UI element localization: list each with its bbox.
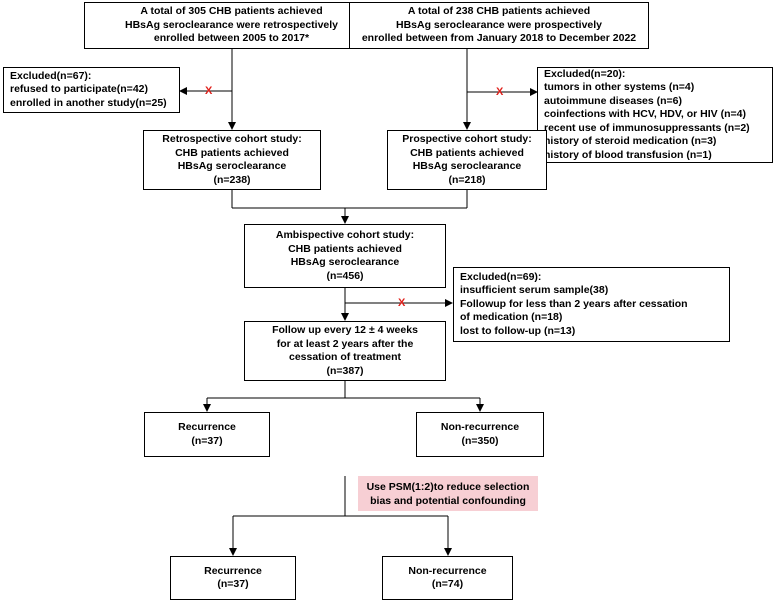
- retro-enroll-line-1: A total of 305 CHB patients achieved: [140, 5, 323, 18]
- prosp-cohort-line-3: HBsAg seroclearance: [412, 160, 522, 172]
- followup-line-3: cessation of treatment: [288, 351, 402, 363]
- recurrence-box-1: Recurrence (n=37): [144, 412, 270, 457]
- recurrence-2-label: Recurrence: [204, 564, 262, 577]
- nonrecurrence-2-count: (n=74): [431, 578, 464, 590]
- excluded-mid-item-2: Followup for less than 2 years after ces…: [460, 297, 688, 310]
- nonrecurrence-box-1: Non-recurrence (n=350): [416, 412, 544, 457]
- excluded-mid-item-3: of medication (n=18): [460, 311, 563, 324]
- followup-line-4: (n=387): [326, 364, 364, 377]
- exclusion-marker-left: X: [205, 85, 213, 97]
- retrospective-enrollment-box: A total of 305 CHB patients achieved HBs…: [84, 2, 379, 49]
- excluded-right-item-5: history of steroid medication (n=3): [544, 135, 717, 148]
- excluded-right-item-2: autoimmune diseases (n=6): [544, 94, 683, 107]
- ambi-cohort-line-3: HBsAg seroclearance: [290, 256, 400, 268]
- excluded-right-item-6: history of blood transfusion (n=1): [544, 148, 712, 161]
- excluded-mid-title: Excluded(n=69):: [460, 270, 542, 283]
- retrospective-cohort-box: Retrospective cohort study: CHB patients…: [143, 130, 321, 190]
- ambi-cohort-line-1: Ambispective cohort study:: [275, 229, 415, 241]
- prosp-cohort-line-1: Prospective cohort study:: [402, 133, 532, 145]
- excluded-mid-item-4: lost to follow-up (n=13): [460, 324, 576, 337]
- exclusion-marker-right: X: [496, 86, 504, 98]
- prosp-enroll-line-1: A total of 238 CHB patients achieved: [407, 5, 591, 18]
- retro-cohort-line-2: CHB patients achieved: [175, 146, 289, 159]
- excluded-left-title: Excluded(n=67):: [10, 69, 92, 82]
- excluded-left-item-1: refused to participate(n=42): [10, 83, 148, 96]
- prosp-cohort-line-4: (n=218): [448, 173, 486, 186]
- retro-cohort-line-3: HBsAg seroclearance: [177, 160, 287, 172]
- excluded-mid-box: Excluded(n=69): insufficient serum sampl…: [453, 267, 730, 342]
- exclusion-marker-mid: X: [398, 297, 406, 309]
- prospective-enrollment-box: A total of 238 CHB patients achieved HBs…: [349, 2, 649, 49]
- retro-cohort-line-1: Retrospective cohort study:: [162, 133, 302, 145]
- excluded-left-box: Excluded(n=67): refused to participate(n…: [3, 67, 180, 113]
- retro-enroll-line-3: enrolled between 2005 to 2017*: [153, 32, 310, 45]
- followup-box: Follow up every 12 ± 4 weeks for at leas…: [244, 321, 446, 381]
- excluded-left-item-2: enrolled in another study(n=25): [10, 96, 167, 109]
- ambi-cohort-line-4: (n=456): [326, 269, 364, 282]
- psm-note-line-2: bias and potential confounding: [370, 494, 526, 507]
- excluded-right-box: Excluded(n=20): tumors in other systems …: [537, 67, 773, 163]
- followup-line-1: Follow up every 12 ± 4 weeks: [272, 324, 418, 336]
- excluded-right-item-3: coinfections with HCV, HDV, or HIV (n=4): [544, 108, 746, 121]
- prosp-enroll-line-3: enrolled between from January 2018 to De…: [361, 32, 637, 45]
- ambi-cohort-line-2: CHB patients achieved: [288, 242, 402, 255]
- nonrecurrence-1-label: Non-recurrence: [440, 421, 520, 433]
- recurrence-2-count: (n=37): [217, 578, 249, 590]
- nonrecurrence-1-count: (n=350): [461, 434, 499, 447]
- nonrecurrence-2-label: Non-recurrence: [408, 564, 487, 577]
- prosp-enroll-line-2: HBsAg seroclearance were prospectively: [395, 18, 603, 31]
- recurrence-box-2: Recurrence (n=37): [170, 556, 296, 600]
- psm-note: Use PSM(1:2)to reduce selection bias and…: [358, 476, 538, 511]
- excluded-mid-item-1: insufficient serum sample(38): [460, 284, 609, 297]
- ambispective-cohort-box: Ambispective cohort study: CHB patients …: [244, 224, 446, 288]
- nonrecurrence-box-2: Non-recurrence (n=74): [382, 556, 513, 600]
- prospective-cohort-box: Prospective cohort study: CHB patients a…: [387, 130, 547, 190]
- recurrence-1-label: Recurrence: [178, 421, 236, 433]
- excluded-right-item-4: recent use of immunosuppressants (n=2): [544, 121, 750, 134]
- recurrence-1-count: (n=37): [191, 434, 223, 447]
- retro-cohort-line-4: (n=238): [213, 173, 251, 186]
- retro-enroll-line-2: HBsAg seroclearance were retrospectively: [124, 18, 339, 31]
- excluded-right-item-1: tumors in other systems (n=4): [544, 81, 695, 94]
- followup-line-2: for at least 2 years after the: [276, 337, 414, 350]
- excluded-right-title: Excluded(n=20):: [544, 67, 626, 80]
- psm-note-line-1: Use PSM(1:2)to reduce selection: [366, 480, 530, 493]
- prosp-cohort-line-2: CHB patients achieved: [410, 146, 524, 159]
